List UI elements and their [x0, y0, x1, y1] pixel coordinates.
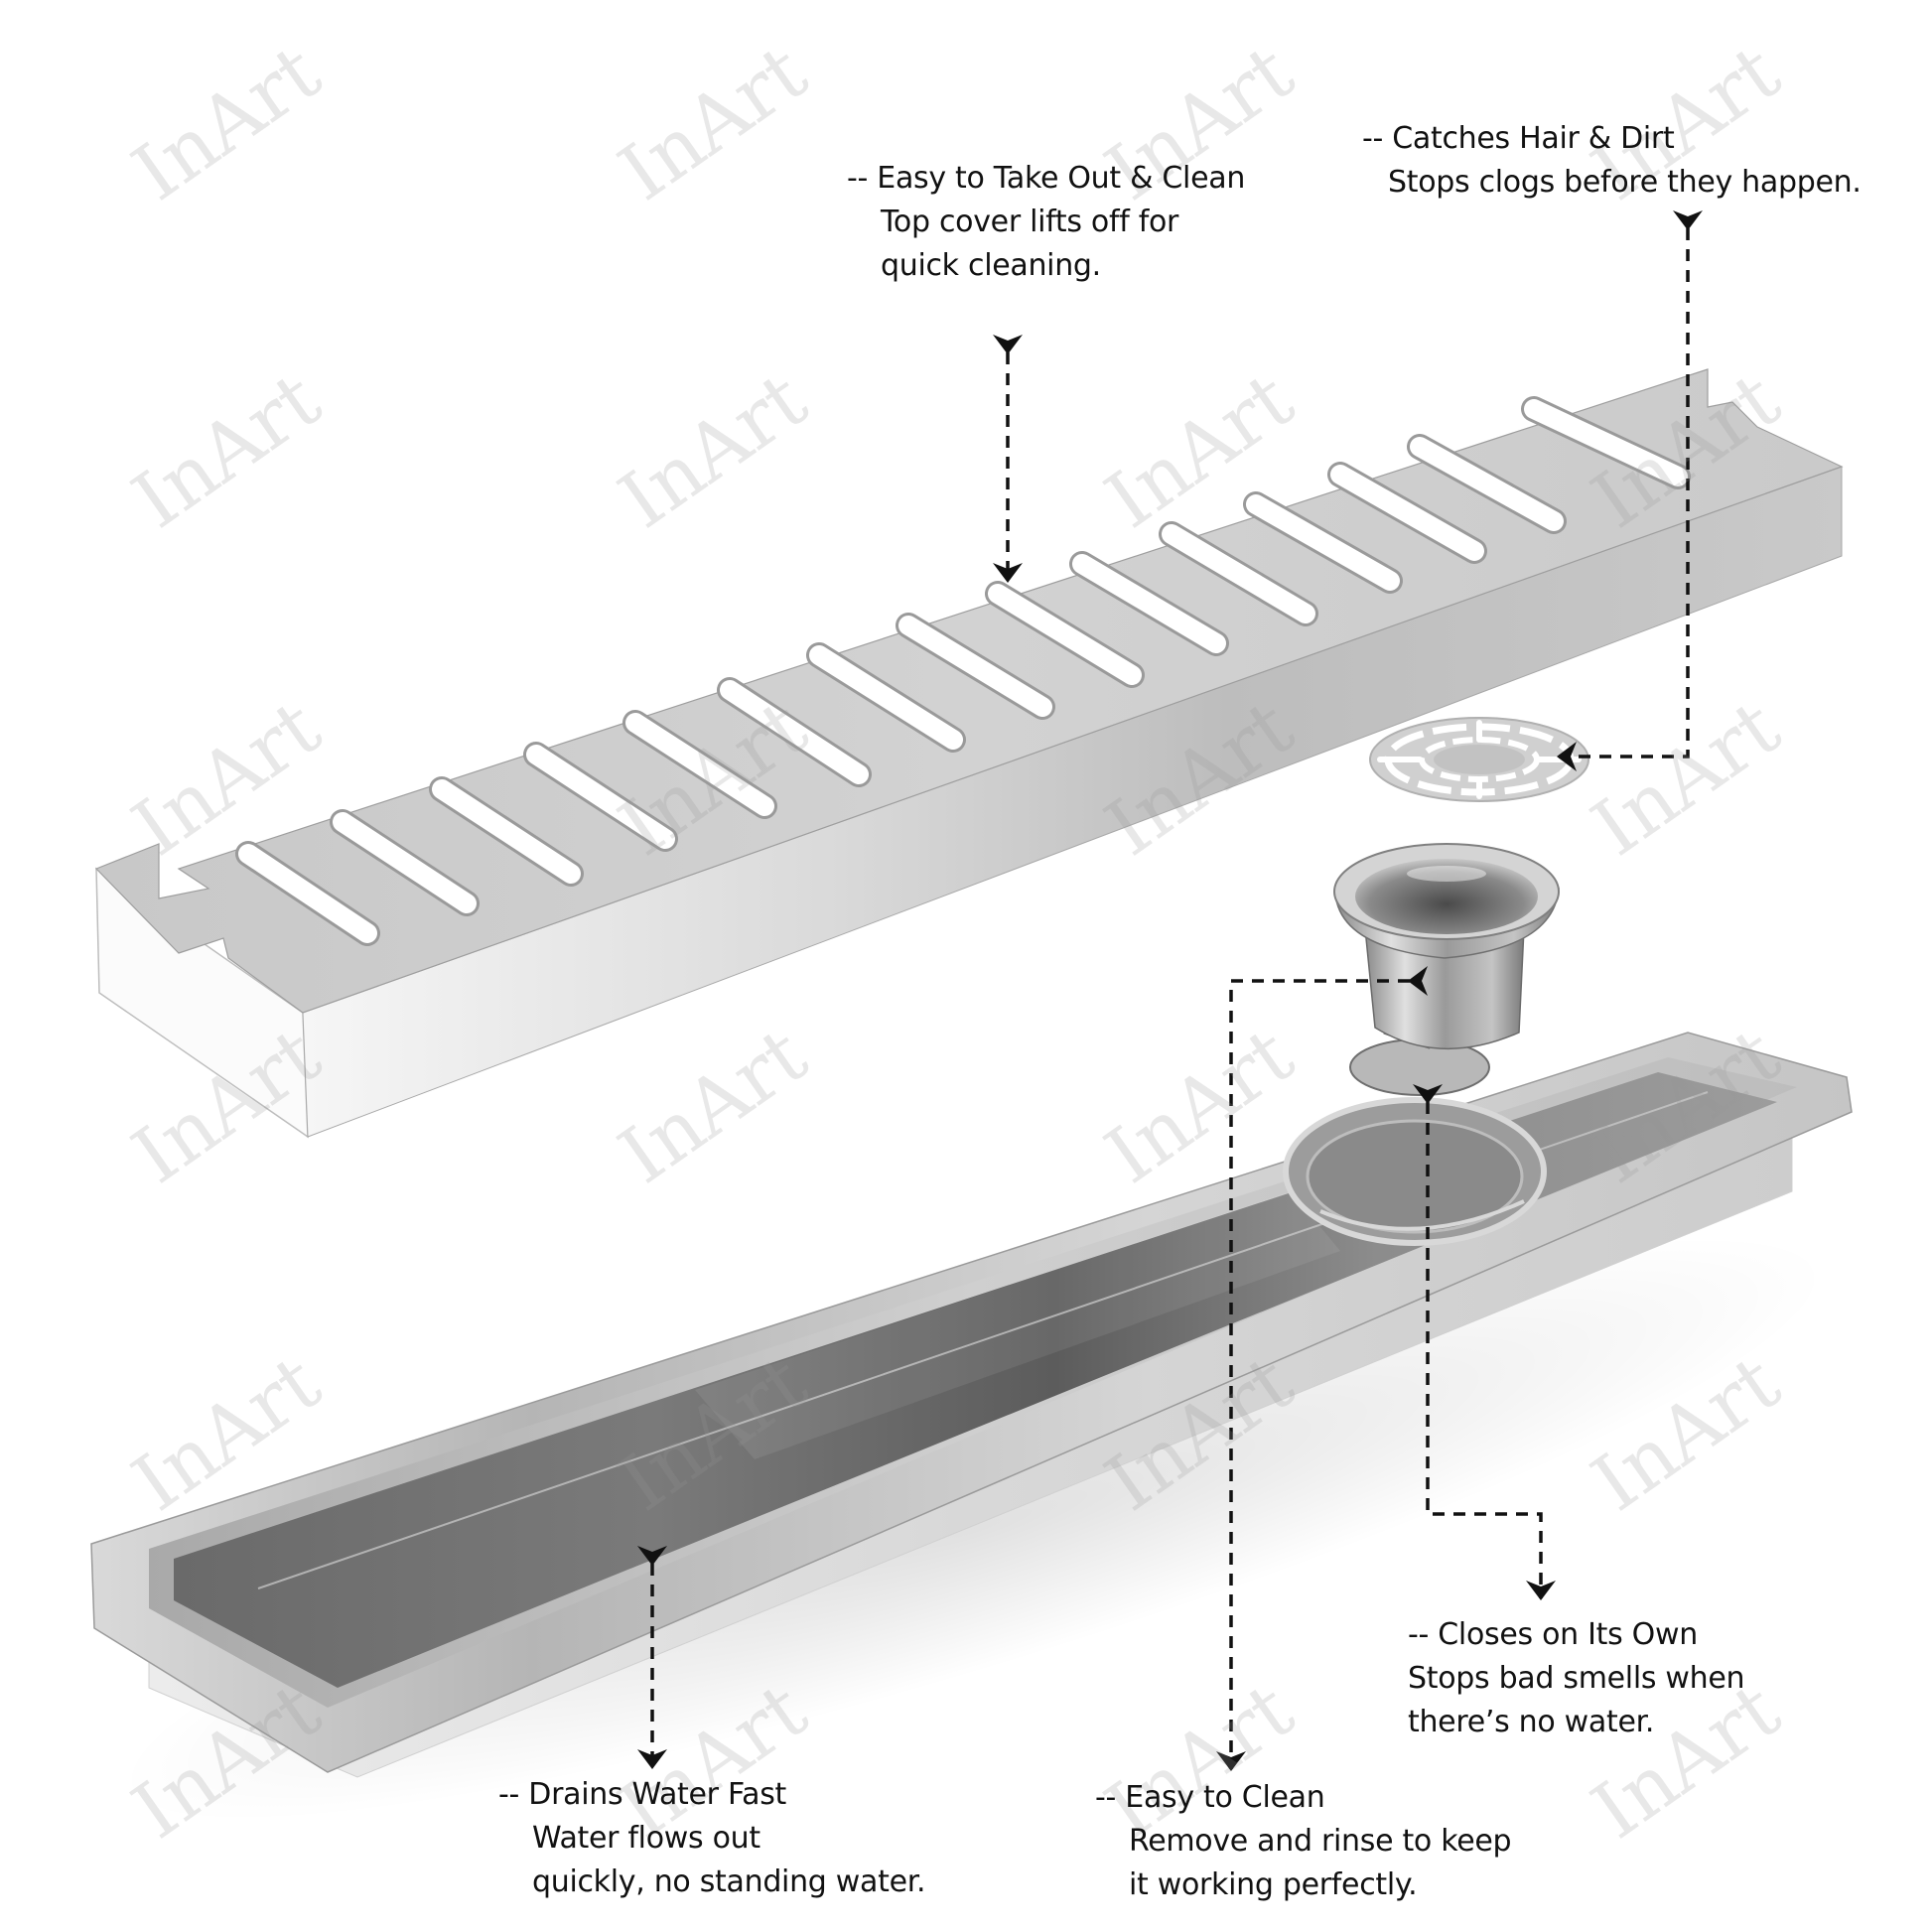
callout-drains-fast: -- Drains Water Fast Water flows out qui…: [498, 1773, 926, 1904]
callout-arrows: [637, 210, 1703, 1771]
arrow-closes-own: [1413, 1084, 1556, 1600]
callout-title: -- Drains Water Fast: [498, 1777, 787, 1812]
arrow-easy-clean: [1216, 966, 1428, 1771]
callout-description-line: quick cleaning.: [881, 248, 1101, 283]
callout-description-line: Water flows out: [532, 1821, 760, 1856]
grate-slots: [235, 396, 1691, 946]
callout-closes-own: -- Closes on Its Own Stops bad smells wh…: [1408, 1613, 1745, 1744]
callout-title: -- Closes on Its Own: [1408, 1617, 1698, 1652]
callout-description-line: Remove and rinse to keep: [1129, 1824, 1512, 1859]
callout-description-line: it working perfectly.: [1129, 1867, 1418, 1902]
callout-catches-hair: -- Catches Hair & Dirt Stops clogs befor…: [1362, 117, 1862, 205]
grate-top-cover: [94, 368, 1844, 1139]
callout-take-out-clean: -- Easy to Take Out & Clean Top cover li…: [847, 157, 1245, 288]
callout-title: -- Easy to Take Out & Clean: [847, 161, 1246, 196]
odor-trap: [1333, 843, 1560, 1096]
arrow-catches-hair: [1557, 210, 1703, 771]
callout-description-line: Top cover lifts off for: [881, 205, 1179, 239]
callout-description-line: there’s no water.: [1408, 1705, 1655, 1739]
callout-title: -- Easy to Clean: [1095, 1780, 1325, 1815]
hair-strainer-disc: [1369, 717, 1589, 802]
callout-title: -- Catches Hair & Dirt: [1362, 121, 1675, 156]
callout-description-line: quickly, no standing water.: [532, 1864, 926, 1899]
callout-description-line: Stops bad smells when: [1408, 1661, 1745, 1696]
callout-description-line: Stops clogs before they happen.: [1388, 165, 1862, 200]
callout-easy-clean: -- Easy to Clean Remove and rinse to kee…: [1095, 1776, 1512, 1907]
